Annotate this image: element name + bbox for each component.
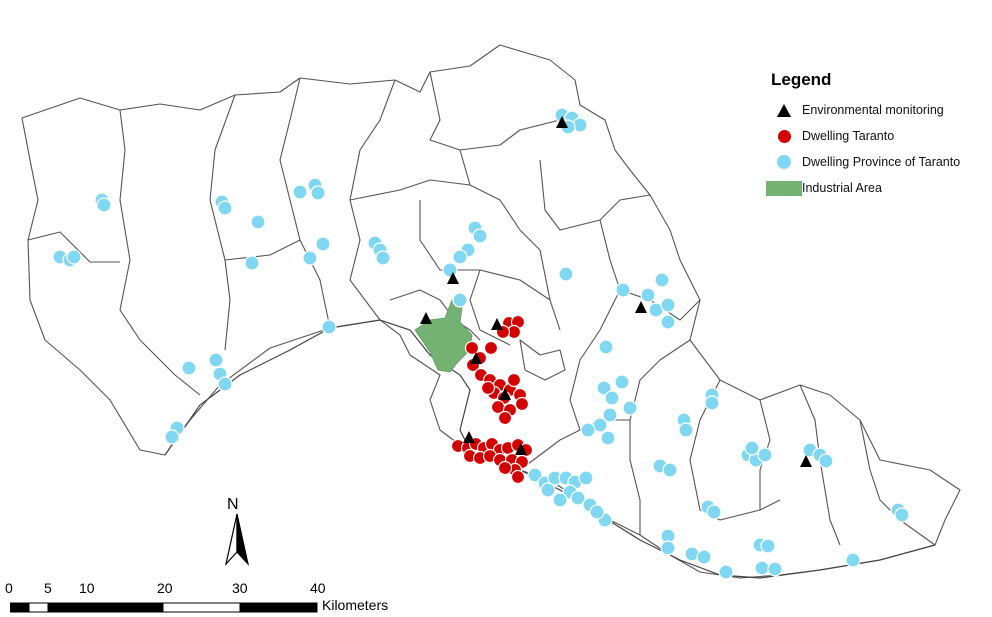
scale-tick: 0 — [5, 580, 13, 596]
green-rectangle-icon — [766, 180, 802, 196]
legend-label: Dwelling Taranto — [802, 129, 895, 143]
legend-title: Legend — [771, 70, 832, 89]
legend-item-dwelling-province: Dwelling Province of Taranto — [766, 149, 986, 175]
scale-unit: Kilometers — [322, 597, 389, 613]
north-arrow-icon — [224, 513, 250, 567]
legend-item-dwelling-taranto: Dwelling Taranto — [766, 123, 986, 149]
legend-label: Industrial Area — [802, 181, 882, 195]
municipal-boundaries — [21, 44, 961, 579]
red-circle-icon — [766, 128, 802, 144]
industrial-area — [414, 299, 473, 373]
legend-label: Dwelling Province of Taranto — [802, 155, 961, 169]
legend-item-monitoring: Environmental monitoring — [766, 97, 986, 123]
coastline — [164, 319, 936, 579]
scale-tick: 30 — [232, 580, 248, 596]
triangle-icon — [766, 103, 802, 117]
north-arrow: N — [222, 496, 252, 568]
scale-bar-graphic — [10, 602, 318, 613]
legend-item-industrial-area: Industrial Area — [766, 175, 986, 201]
legend-label: Environmental monitoring — [802, 103, 944, 117]
north-label: N — [227, 496, 239, 513]
province-dwellings — [52, 107, 910, 580]
blue-circle-icon — [766, 154, 802, 170]
scale-tick: 5 — [44, 580, 52, 596]
monitoring-stations — [420, 116, 812, 467]
scale-bar: 0 5 10 20 30 40 Kilometers — [0, 580, 420, 614]
scale-tick: 20 — [157, 580, 173, 596]
map-legend: Legend Environmental monitoring Dwelling… — [766, 70, 986, 201]
scale-tick: 40 — [310, 580, 326, 596]
scale-tick: 10 — [79, 580, 95, 596]
